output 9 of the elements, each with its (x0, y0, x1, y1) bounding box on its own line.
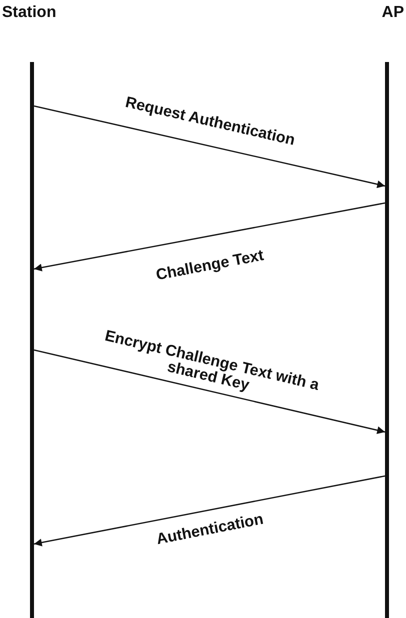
arrow (34, 349, 386, 434)
arrow (34, 475, 386, 546)
arrow (34, 105, 386, 188)
lifeline (385, 62, 389, 618)
lifeline (30, 62, 34, 618)
lifeline-heading: Station (2, 4, 56, 22)
arrow (34, 202, 386, 272)
edge-label: Challenge Text (153, 246, 266, 286)
lifeline-heading: AP (382, 4, 404, 22)
